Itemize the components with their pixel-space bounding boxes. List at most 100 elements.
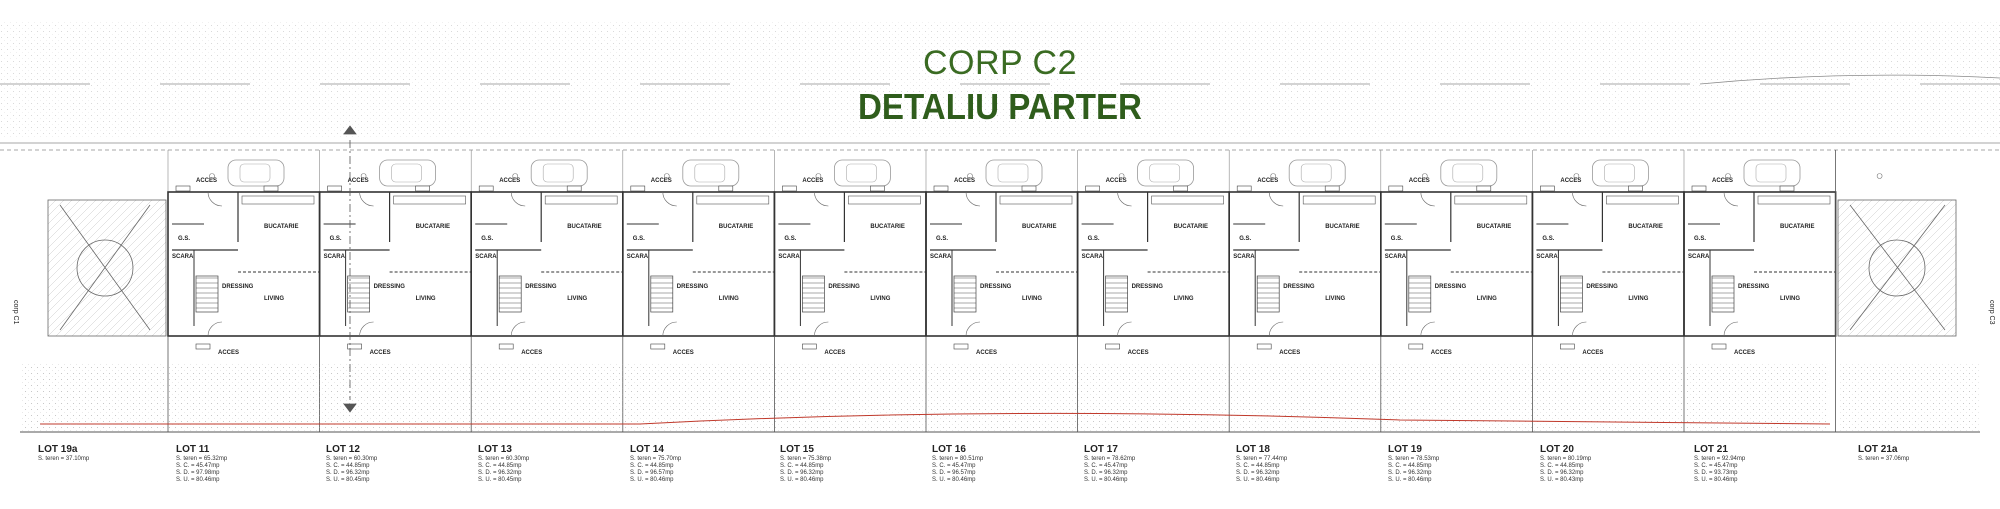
lot-name: LOT 19: [1388, 444, 1422, 455]
street-lines: [0, 74, 2000, 151]
parked-car: [1288, 159, 1346, 187]
housing-unit: ACCESBUCATARIEG.S.SCARADRESSINGLIVINGACC…: [1380, 150, 1534, 432]
lot-area-line: S. teren = 77.44mp: [1236, 456, 1288, 462]
lot-area-line: S. C. = 44.85mp: [780, 463, 824, 469]
lot-area-line: S. U. = 80.46mp: [932, 477, 976, 483]
lot-area-line: S. C. = 44.85mp: [1236, 463, 1280, 469]
parked-car: [834, 159, 891, 187]
left-corp-label: corp C1: [12, 300, 19, 325]
room-label-dressing: DRESSING: [1586, 284, 1618, 290]
unit-outline: [1380, 191, 1534, 337]
room-label-gs: G.S.: [481, 236, 493, 242]
room-label-scara: SCARA: [1233, 254, 1255, 260]
room-label-bucatarie: BUCATARIE: [567, 224, 601, 230]
room-label-dressing: DRESSING: [1435, 284, 1467, 290]
room-label-living: LIVING: [719, 296, 739, 302]
room-label-dressing: DRESSING: [677, 284, 709, 290]
parked-car: [530, 159, 588, 187]
lot-name: LOT 14: [630, 444, 664, 455]
lot-area-line: S. teren = 92.94mp: [1694, 456, 1746, 462]
room-label-scara: SCARA: [778, 254, 800, 260]
room-label-gs: G.S.: [784, 236, 796, 242]
unit-outline: [318, 191, 473, 337]
housing-unit: ACCESBUCATARIEG.S.SCARADRESSINGLIVINGACC…: [621, 150, 776, 432]
kitchen-counter: [1151, 195, 1224, 205]
room-label-living: LIVING: [1022, 296, 1042, 302]
lot-area-line: S. teren = 65.32mp: [176, 456, 228, 462]
kitchen-counter: [393, 195, 466, 205]
room-label-dressing: DRESSING: [374, 284, 406, 290]
lot-name: LOT 16: [932, 444, 966, 455]
room-label-scara: SCARA: [324, 254, 346, 260]
bollard-marker: [663, 173, 670, 179]
room-label-scara: SCARA: [475, 254, 497, 260]
room-label-acces: ACCES: [348, 178, 369, 184]
bollard-marker: [1422, 173, 1428, 179]
room-label-acces-garden: ACCES: [673, 350, 694, 356]
room-label-gs: G.S.: [936, 236, 948, 242]
kitchen-counter: [848, 195, 921, 205]
housing-unit: ACCESBUCATARIEG.S.SCARADRESSINGLIVINGACC…: [773, 150, 927, 432]
parked-car: [1137, 159, 1194, 187]
lot-area-line: S. U. = 80.46mp: [1236, 477, 1280, 483]
bollard-marker: [1118, 173, 1125, 179]
room-label-living: LIVING: [870, 296, 890, 302]
room-label-acces-garden: ACCES: [1128, 350, 1149, 356]
room-label-bucatarie: BUCATARIE: [1628, 224, 1662, 230]
lot-area-line: S. teren = 80.51mp: [932, 456, 984, 462]
unit-outline: [470, 191, 624, 337]
bollard-marker: [1573, 173, 1580, 179]
room-label-living: LIVING: [1477, 296, 1497, 302]
lot-area-line: S. teren = 78.62mp: [1084, 456, 1136, 462]
room-label-dressing: DRESSING: [1283, 284, 1315, 290]
room-label-acces: ACCES: [802, 178, 823, 184]
lot-area-line: S. C. = 44.85mp: [1540, 463, 1584, 469]
room-label-dressing: DRESSING: [828, 284, 860, 290]
kitchen-counter: [1454, 195, 1528, 205]
bollard-marker: [1876, 173, 1883, 179]
room-label-gs: G.S.: [1391, 236, 1403, 242]
lot-area-line: S. C. = 45.47mp: [932, 463, 976, 469]
kitchen-counter: [1302, 195, 1376, 205]
room-label-gs: G.S.: [1239, 236, 1251, 242]
room-label-acces: ACCES: [499, 178, 520, 184]
room-label-acces: ACCES: [1257, 178, 1278, 184]
right-end-area: [1837, 199, 1957, 337]
lot-name: LOT 15: [780, 444, 814, 455]
lot-area-line: S. teren = 80.19mp: [1540, 456, 1592, 462]
kitchen-counter: [999, 195, 1073, 205]
lot-name: LOT 21a: [1858, 444, 1898, 455]
room-label-gs: G.S.: [330, 236, 342, 242]
drawing-title-detail: DETALIU PARTER: [858, 86, 1142, 127]
unit-outline: [1683, 191, 1837, 337]
lot-area-line: S. teren = 75.70mp: [630, 456, 682, 462]
housing-unit: ACCESBUCATARIEG.S.SCARADRESSINGLIVINGACC…: [1683, 150, 1837, 432]
room-label-bucatarie: BUCATARIE: [1325, 224, 1359, 230]
parked-car: [227, 159, 285, 187]
room-label-acces-garden: ACCES: [218, 350, 239, 356]
unit-outline: [773, 191, 927, 337]
lot-area-line: S. D. = 96.57mp: [932, 470, 976, 476]
room-label-acces: ACCES: [1560, 178, 1581, 184]
room-label-gs: G.S.: [1542, 236, 1554, 242]
room-label-dressing: DRESSING: [1738, 284, 1770, 290]
room-label-dressing: DRESSING: [980, 284, 1012, 290]
lot-area-line: S. C. = 44.85mp: [326, 463, 370, 469]
bollard-marker: [1270, 173, 1276, 179]
left-end-area: [47, 199, 167, 337]
room-label-living: LIVING: [1174, 296, 1194, 302]
room-label-scara: SCARA: [930, 254, 952, 260]
lot-area-line: S. U. = 80.45mp: [478, 477, 522, 483]
lot-area-line: S. D. = 97.98mp: [176, 470, 220, 476]
room-label-acces-garden: ACCES: [1431, 350, 1452, 356]
parked-car: [1743, 159, 1801, 187]
